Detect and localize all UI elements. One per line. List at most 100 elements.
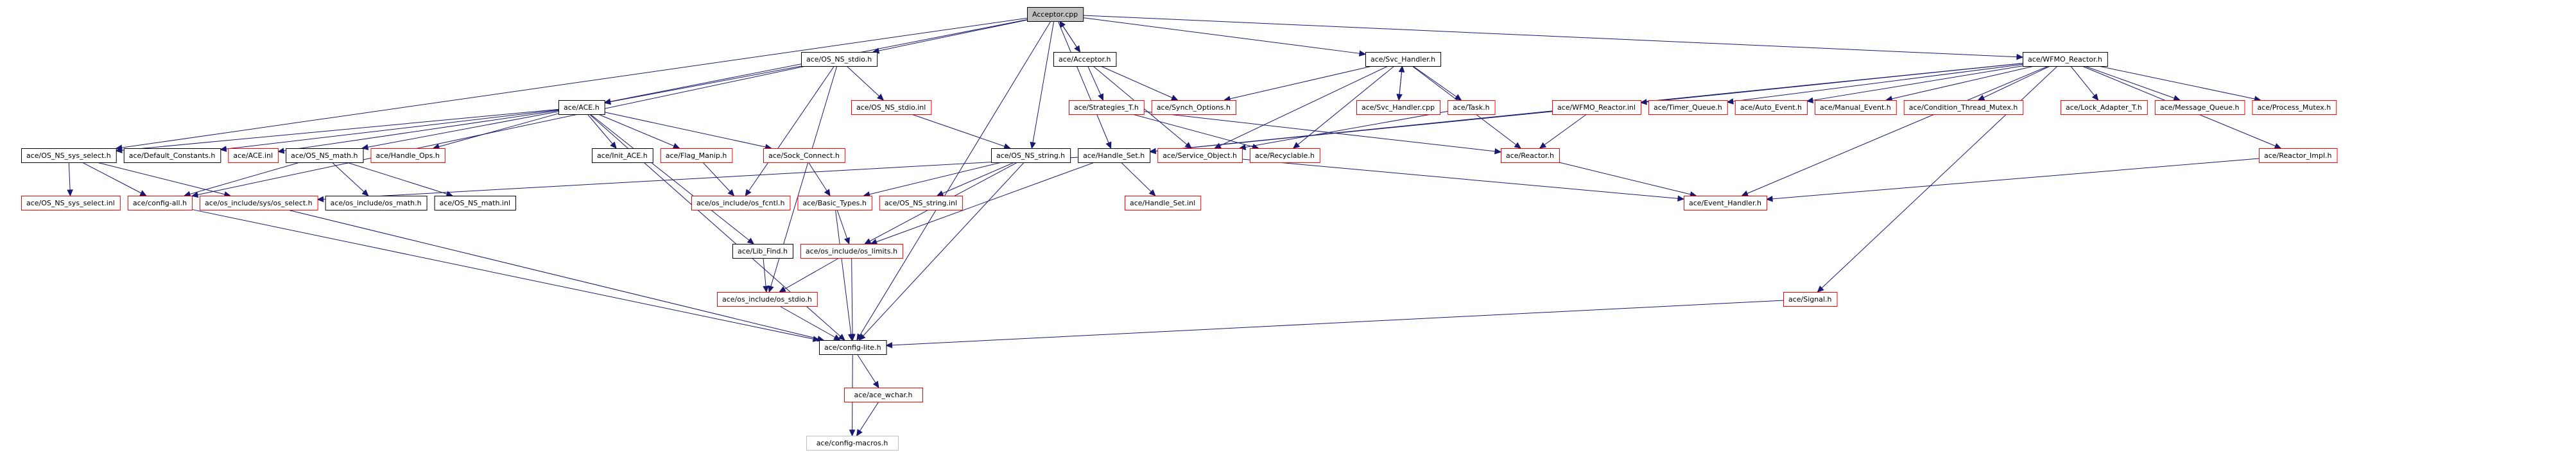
- node-os-ns-stdio-h[interactable]: ace/OS_NS_stdio.h: [801, 52, 878, 67]
- node-os-ns-sys-select-inl[interactable]: ace/OS_NS_sys_select.inl: [21, 196, 121, 210]
- node-basic-types-h[interactable]: ace/Basic_Types.h: [797, 196, 872, 210]
- edge-line: [191, 209, 820, 341]
- node-task-h[interactable]: ace/Task.h: [1448, 100, 1496, 115]
- node-wfmo-reactor-inl[interactable]: ace/WFMO_Reactor.inl: [1552, 100, 1641, 115]
- node-os-stdio-h[interactable]: ace/os_include/os_stdio.h: [717, 292, 818, 307]
- node-os-ns-stdio-inl[interactable]: ace/OS_NS_stdio.inl: [851, 100, 932, 115]
- node-label: ace/OS_NS_sys_select.h: [26, 151, 111, 160]
- arrowhead-icon: [1105, 141, 1112, 150]
- edge-config_lite_h-to-ace_wchar_h: [856, 354, 879, 389]
- edge-os_ns_stdio_h-to-ace_h: [603, 65, 802, 105]
- edge-reactor_impl_h-to-event_handler_h: [1765, 158, 2260, 202]
- arrowhead-icon: [1514, 142, 1521, 149]
- node-timer-queue-h[interactable]: ace/Timer_Queue.h: [1648, 100, 1728, 115]
- edge-os_ns_sys_select_h-to-config_all_h: [82, 162, 147, 196]
- node-wfmo-reactor-h[interactable]: ace/WFMO_Reactor.h: [2023, 52, 2108, 67]
- edge-line: [851, 257, 853, 341]
- node-flag-manip-h[interactable]: ace/Flag_Manip.h: [660, 148, 733, 163]
- node-default-constants-h[interactable]: ace/Default_Constants.h: [123, 148, 221, 163]
- edge-acceptor_cpp-to-handle_set_h: [1057, 21, 1112, 150]
- node-os-fcntl-h[interactable]: ace/os_include/os_fcntl.h: [691, 196, 791, 210]
- edge-ace_h-to-init_ace_h: [587, 114, 617, 149]
- edge-os_ns_sys_select_h-to-os_ns_sys_select_inl: [67, 162, 73, 197]
- edge-line: [589, 114, 845, 341]
- edge-handle_set_h-to-os_limits_h: [870, 162, 1095, 245]
- edge-wfmo_reactor_h-to-wfmo_reactor_inl: [1639, 63, 2023, 105]
- node-signal-h[interactable]: ace/Signal.h: [1783, 292, 1838, 307]
- node-handle-set-inl[interactable]: ace/Handle_Set.inl: [1125, 196, 1202, 210]
- node-os-math-h[interactable]: ace/os_include/os_math.h: [325, 196, 428, 210]
- edge-line: [1978, 65, 2050, 101]
- node-recyclable-h[interactable]: ace/Recyclable.h: [1249, 148, 1320, 163]
- node-svc-handler-h[interactable]: ace/Svc_Handler.h: [1365, 52, 1442, 67]
- node-lock-adapter-t-h[interactable]: ace/Lock_Adapter_T.h: [2061, 100, 2148, 115]
- arrowhead-icon: [747, 237, 755, 245]
- edge-os_ns_stdio_h-to-os_stdio_h: [768, 65, 838, 293]
- node-box: [991, 148, 1071, 163]
- node-auto-event-h[interactable]: ace/Auto_Event.h: [1734, 100, 1808, 115]
- node-ace-wchar-h[interactable]: ace/ace_wchar.h: [844, 388, 923, 402]
- edge-line: [856, 21, 1051, 341]
- node-condition-thread-mutex-h[interactable]: ace/Condition_Thread_Mutex.h: [1903, 100, 2024, 115]
- node-handle-set-h[interactable]: ace/Handle_Set.h: [1078, 148, 1151, 163]
- node-box: [801, 52, 878, 67]
- node-reactor-h[interactable]: ace/Reactor.h: [1501, 148, 1560, 163]
- edge-sock_connect_h-to-basic_types_h: [808, 162, 831, 197]
- node-reactor-impl-h[interactable]: ace/Reactor_Impl.h: [2259, 148, 2338, 163]
- arrowhead-icon: [1098, 93, 1103, 101]
- node-os-ns-string-inl[interactable]: ace/OS_NS_string.inl: [879, 196, 964, 210]
- node-ace-inl[interactable]: ace/ACE.inl: [228, 148, 279, 163]
- node-box: [1078, 148, 1151, 163]
- node-label: ace/Timer_Queue.h: [1654, 103, 1722, 112]
- arrowhead-icon: [672, 142, 680, 149]
- node-acceptor-h[interactable]: ace/Acceptor.h: [1053, 52, 1117, 67]
- edge-wfmo_reactor_h-to-manual_event_h: [1885, 65, 2035, 102]
- node-label: ace/config-macros.h: [817, 439, 888, 447]
- arrowhead-icon: [1292, 142, 1301, 149]
- arrowhead-icon: [1030, 141, 1036, 150]
- edge-line: [1767, 158, 2260, 200]
- edge-os_ns_stdio_h-to-os_ns_stdio_inl: [846, 65, 885, 101]
- arrowhead-icon: [838, 334, 845, 341]
- edge-line: [1150, 111, 1553, 152]
- edge-os_ns_sys_select_h-to-os_select_h: [96, 162, 232, 198]
- edge-wfmo_reactor_h-to-message_queue_h: [2084, 65, 2181, 101]
- edge-os_ns_stdio_h-to-os_fcntl_h: [745, 65, 834, 197]
- node-service-object-h[interactable]: ace/Service_Object.h: [1157, 148, 1243, 163]
- node-ace-h[interactable]: ace/ACE.h: [558, 100, 605, 115]
- edge-task_h-to-service_object_h: [1238, 111, 1448, 151]
- node-os-select-h[interactable]: ace/os_include/sys/os_select.h: [200, 196, 318, 210]
- node-process-mutex-h[interactable]: ace/Process_Mutex.h: [2252, 100, 2337, 115]
- node-os-ns-math-h[interactable]: ace/OS_NS_math.h: [286, 148, 364, 163]
- node-label: ace/Event_Handler.h: [1689, 199, 1761, 207]
- node-handle-ops-h[interactable]: ace/Handle_Ops.h: [370, 148, 445, 163]
- node-sock-connect-h[interactable]: ace/Sock_Connect.h: [763, 148, 845, 163]
- node-manual-event-h[interactable]: ace/Manual_Event.h: [1815, 100, 1897, 115]
- node-box: [717, 292, 818, 307]
- arrowhead-icon: [1358, 50, 1367, 56]
- node-os-ns-sys-select-h[interactable]: ace/OS_NS_sys_select.h: [21, 148, 117, 163]
- node-box: [21, 148, 117, 163]
- arrowhead-icon: [2173, 95, 2181, 101]
- node-os-ns-math-inl[interactable]: ace/OS_NS_math.inl: [434, 196, 517, 210]
- edge-line: [872, 19, 1028, 53]
- node-strategies-t-h[interactable]: ace/Strategies_T.h: [1069, 100, 1145, 115]
- node-event-handler-h[interactable]: ace/Event_Handler.h: [1684, 196, 1768, 210]
- edge-svc_handler_h-to-task_h: [1412, 65, 1462, 101]
- node-label: ace/config-lite.h: [824, 343, 881, 352]
- node-init-ace-h[interactable]: ace/Init_ACE.h: [592, 148, 653, 163]
- node-message-queue-h[interactable]: ace/Message_Queue.h: [2154, 100, 2245, 115]
- edge-line: [911, 114, 1010, 149]
- node-config-all-h[interactable]: ace/config-all.h: [127, 196, 193, 210]
- node-os-limits-h[interactable]: ace/os_include/os_limits.h: [800, 244, 904, 259]
- node-config-lite-h[interactable]: ace/config-lite.h: [819, 340, 887, 355]
- node-box: [1356, 100, 1441, 115]
- node-synch-options-h[interactable]: ace/Synch_Options.h: [1151, 100, 1236, 115]
- arrowhead-icon: [1977, 94, 1985, 101]
- node-svc-handler-cpp[interactable]: ace/Svc_Handler.cpp: [1356, 100, 1441, 115]
- node-config-macros-h[interactable]: ace/config-macros.h: [806, 436, 899, 451]
- node-os-ns-string-h[interactable]: ace/OS_NS_string.h: [991, 148, 1071, 163]
- node-lib-find-h[interactable]: ace/Lib_Find.h: [732, 244, 793, 259]
- edge-line: [1143, 111, 1501, 153]
